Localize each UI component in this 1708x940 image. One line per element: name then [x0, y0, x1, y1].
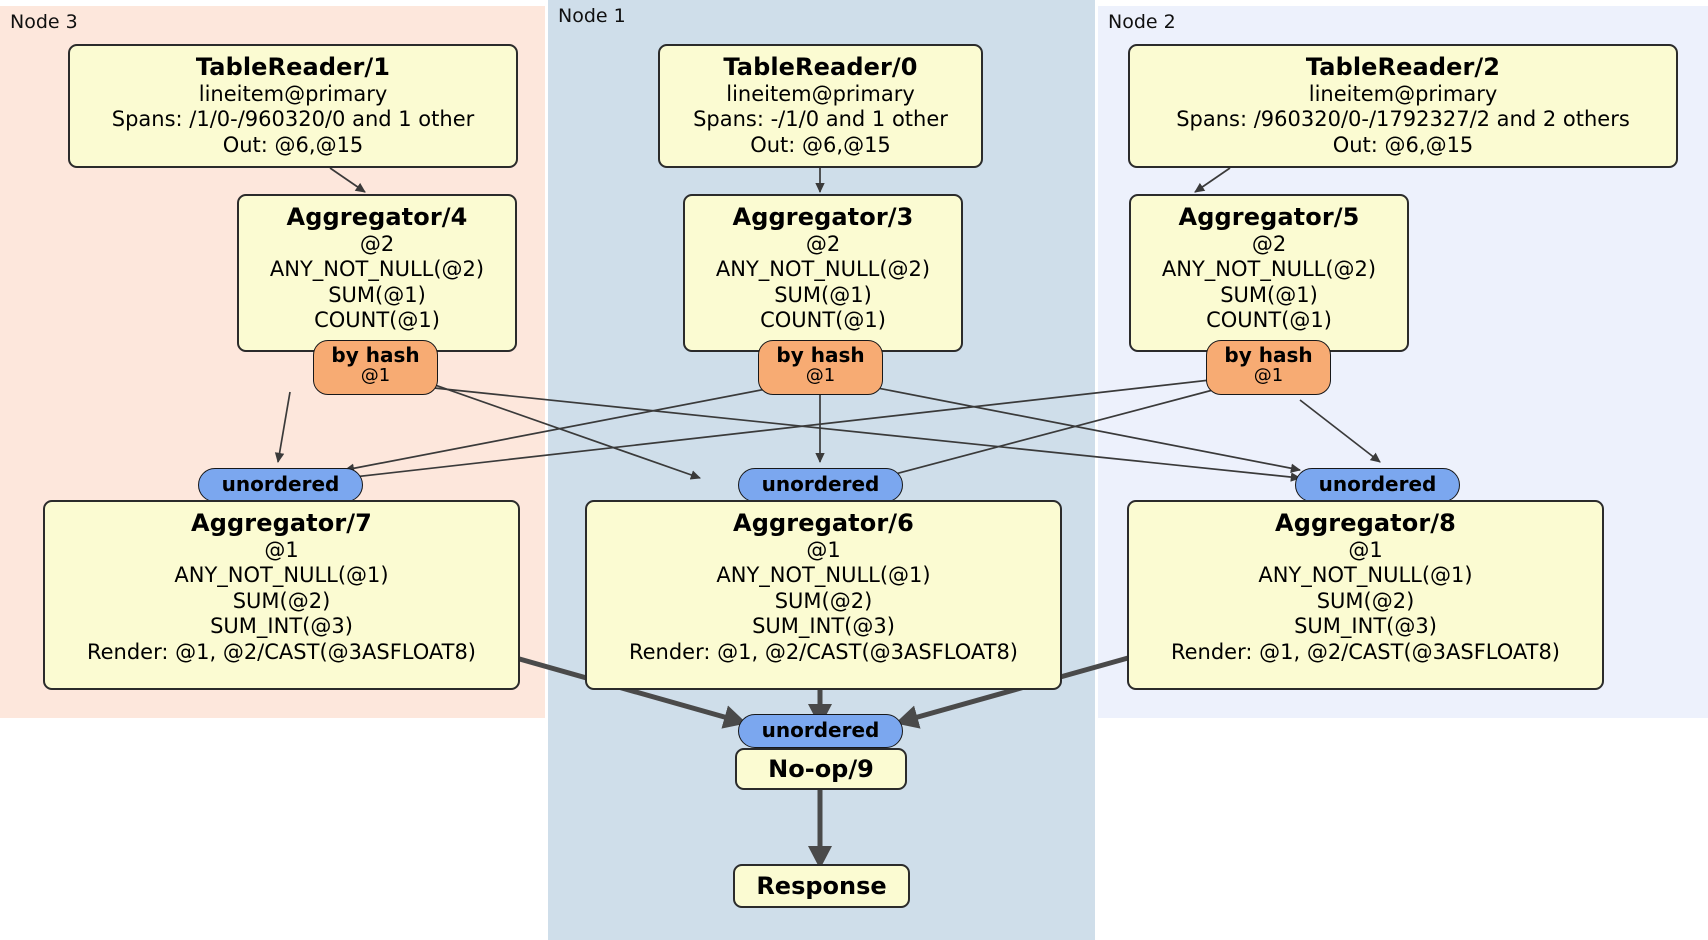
processor-line: ANY_NOT_NULL(@1): [174, 563, 389, 588]
processor-line: ANY_NOT_NULL(@1): [1258, 563, 1473, 588]
processor-line: ANY_NOT_NULL(@1): [716, 563, 931, 588]
processor-tablereader2[interactable]: TableReader/2 lineitem@primary Spans: /9…: [1128, 44, 1678, 168]
processor-aggregator3[interactable]: Aggregator/3 @2 ANY_NOT_NULL(@2) SUM(@1)…: [683, 194, 963, 352]
node-region-label-node2: Node 2: [1108, 11, 1176, 33]
processor-line: @1: [806, 538, 841, 563]
processor-line: SUM_INT(@3): [210, 614, 353, 639]
processor-title: No-op/9: [768, 755, 874, 783]
processor-noop9[interactable]: No-op/9: [735, 748, 907, 790]
processor-line: lineitem@primary: [726, 82, 915, 107]
processor-line: COUNT(@1): [760, 308, 886, 333]
processor-line: SUM_INT(@3): [752, 614, 895, 639]
router-label: by hash: [1224, 343, 1313, 367]
processor-line: ANY_NOT_NULL(@2): [1161, 257, 1377, 282]
processor-aggregator6[interactable]: Aggregator/6 @1 ANY_NOT_NULL(@1) SUM(@2)…: [585, 500, 1062, 690]
processor-line: COUNT(@1): [314, 308, 440, 333]
node-region-label-node3: Node 3: [10, 11, 78, 33]
processor-line: ANY_NOT_NULL(@2): [269, 257, 485, 282]
processor-line: Out: @6,@15: [1332, 132, 1474, 157]
processor-line: Out: @6,@15: [222, 132, 364, 157]
processor-line: @2: [1251, 232, 1287, 257]
processor-response[interactable]: Response: [733, 864, 910, 908]
output-router-hash-center[interactable]: by hash @1: [758, 340, 883, 395]
processor-line: Spans: -/1/0 and 1 other: [693, 107, 948, 132]
router-label: by hash: [331, 343, 420, 367]
processor-line: lineitem@primary: [1308, 82, 1498, 107]
sync-label: unordered: [221, 472, 340, 496]
processor-title: Aggregator/5: [1178, 203, 1360, 231]
input-sync-unordered-center[interactable]: unordered: [738, 468, 903, 502]
processor-line: @2: [805, 232, 841, 257]
sync-label: unordered: [761, 718, 880, 742]
processor-title: Aggregator/6: [733, 509, 914, 537]
processor-line: SUM(@2): [1316, 588, 1415, 613]
output-router-hash-right[interactable]: by hash @1: [1206, 340, 1331, 395]
processor-title: TableReader/0: [723, 53, 918, 81]
processor-aggregator5[interactable]: Aggregator/5 @2 ANY_NOT_NULL(@2) SUM(@1)…: [1129, 194, 1409, 352]
processor-aggregator7[interactable]: Aggregator/7 @1 ANY_NOT_NULL(@1) SUM(@2)…: [43, 500, 520, 690]
processor-aggregator4[interactable]: Aggregator/4 @2 ANY_NOT_NULL(@2) SUM(@1)…: [237, 194, 517, 352]
processor-line: Spans: /1/0-/960320/0 and 1 other: [111, 107, 475, 132]
processor-line: Render: @1, @2/CAST(@3ASFLOAT8): [86, 639, 477, 664]
processor-line: SUM(@2): [232, 588, 331, 613]
processor-line: SUM(@1): [328, 282, 426, 307]
processor-line: lineitem@primary: [198, 82, 388, 107]
sync-label: unordered: [761, 472, 880, 496]
output-router-hash-left[interactable]: by hash @1: [313, 340, 438, 395]
processor-line: SUM(@2): [774, 588, 873, 613]
processor-line: COUNT(@1): [1206, 308, 1332, 333]
processor-line: SUM_INT(@3): [1294, 614, 1437, 639]
processor-line: Render: @1, @2/CAST(@3ASFLOAT8): [1170, 639, 1561, 664]
processor-title: Aggregator/3: [732, 203, 914, 231]
processor-title: TableReader/1: [195, 53, 391, 81]
processor-line: SUM(@1): [1220, 282, 1318, 307]
router-label: by hash: [776, 343, 865, 367]
input-sync-unordered-final[interactable]: unordered: [738, 714, 903, 748]
processor-line: @1: [264, 538, 299, 563]
router-sublabel: @1: [360, 365, 391, 387]
processor-title: TableReader/2: [1305, 53, 1501, 81]
processor-line: ANY_NOT_NULL(@2): [715, 257, 931, 282]
router-sublabel: @1: [1253, 365, 1284, 387]
processor-tablereader1[interactable]: TableReader/1 lineitem@primary Spans: /1…: [68, 44, 518, 168]
node-region-label-node1: Node 1: [558, 5, 626, 27]
processor-line: @2: [359, 232, 395, 257]
processor-line: Render: @1, @2/CAST(@3ASFLOAT8): [628, 639, 1019, 664]
processor-line: @1: [1348, 538, 1383, 563]
sync-label: unordered: [1318, 472, 1437, 496]
processor-aggregator8[interactable]: Aggregator/8 @1 ANY_NOT_NULL(@1) SUM(@2)…: [1127, 500, 1604, 690]
processor-line: Spans: /960320/0-/1792327/2 and 2 others: [1176, 107, 1630, 132]
input-sync-unordered-left[interactable]: unordered: [198, 468, 363, 502]
input-sync-unordered-right[interactable]: unordered: [1295, 468, 1460, 502]
processor-line: SUM(@1): [774, 282, 872, 307]
processor-line: Out: @6,@15: [750, 132, 891, 157]
processor-title: Aggregator/7: [191, 509, 372, 537]
processor-tablereader0[interactable]: TableReader/0 lineitem@primary Spans: -/…: [658, 44, 983, 168]
processor-title: Aggregator/4: [286, 203, 468, 231]
router-sublabel: @1: [805, 365, 836, 387]
processor-title: Aggregator/8: [1275, 509, 1456, 537]
processor-title: Response: [756, 872, 887, 900]
